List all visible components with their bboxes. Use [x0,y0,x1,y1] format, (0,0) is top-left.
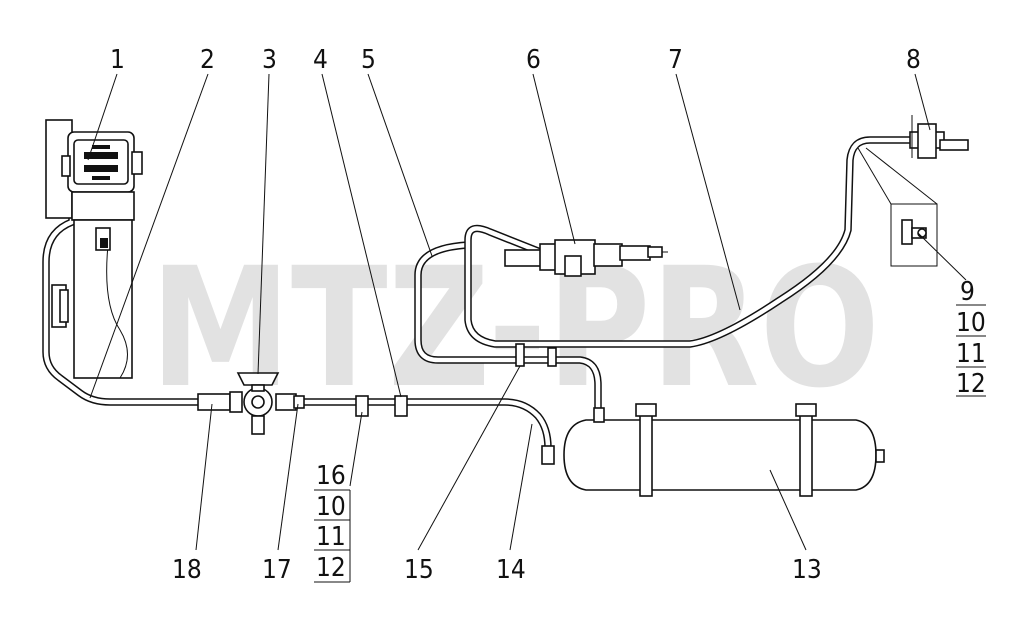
callout-10-bottom: 10 [316,492,346,522]
callout-6: 6 [526,45,541,75]
pipe-clamps [355,343,557,417]
callout-13: 13 [792,555,822,585]
moisture-separator [197,372,305,435]
callout-16: 16 [316,461,346,491]
callout-2: 2 [200,45,215,75]
callout-1: 1 [110,45,125,75]
callout-7: 7 [668,45,683,75]
callout-18: 18 [172,555,202,585]
callout-11-bottom: 11 [316,522,346,552]
callout-5: 5 [361,45,376,75]
callout-12-right: 12 [956,369,986,399]
callout-8: 8 [906,45,921,75]
detail-inset [857,147,938,267]
leader-lines [87,73,986,583]
callout-15: 15 [404,555,434,585]
callout-17: 17 [262,555,292,585]
compressor [45,119,143,379]
callout-4: 4 [313,45,328,75]
device-8 [909,115,969,159]
callout-9: 9 [960,277,975,307]
callout-14: 14 [496,555,526,585]
pressure-regulator [504,239,668,277]
callout-11-right: 11 [956,339,986,369]
callout-12-bottom: 12 [316,553,346,583]
callout-3: 3 [262,45,277,75]
callout-labels: 1 2 3 4 5 6 7 8 9 10 11 12 16 10 11 12 1… [110,45,986,585]
callout-10-right: 10 [956,308,986,338]
air-receiver [541,403,885,497]
